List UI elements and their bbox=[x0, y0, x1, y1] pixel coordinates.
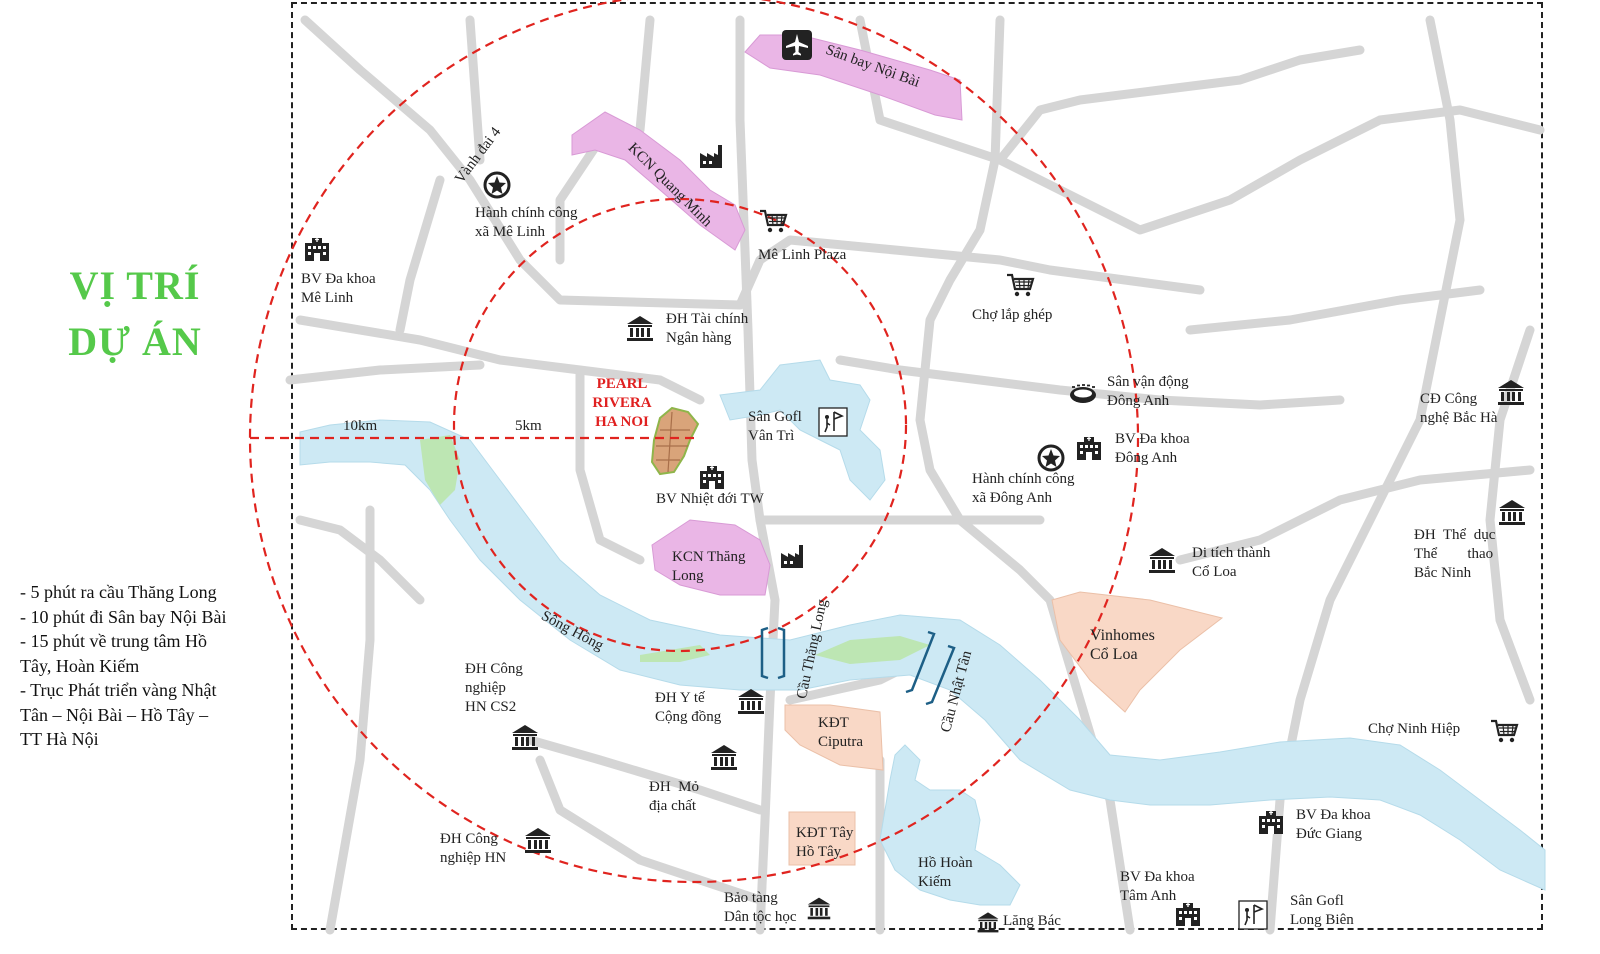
map-frame bbox=[291, 2, 1543, 930]
hospital-icon bbox=[697, 463, 727, 493]
project-name-line: RIVERA bbox=[592, 395, 652, 411]
university-icon bbox=[1497, 497, 1527, 527]
label-bv-nhiet-doi: BV Nhiệt đới TW bbox=[656, 491, 764, 507]
university-icon bbox=[523, 825, 553, 855]
university-icon bbox=[625, 313, 655, 343]
highlight-line: - 5 phút ra cầu Thăng Long bbox=[20, 582, 217, 602]
hoan-kiem-lake bbox=[879, 744, 1021, 906]
distance-rings bbox=[249, 0, 1139, 883]
golf-icon bbox=[818, 407, 848, 437]
bridges bbox=[760, 626, 956, 706]
title-line-1: VỊ TRÍ bbox=[69, 263, 201, 308]
project-site bbox=[650, 406, 700, 476]
highlight-line: - 15 phút về trung tâm Hồ bbox=[20, 631, 207, 651]
title-line-2: DỰ ÁN bbox=[68, 319, 202, 364]
park-bridge bbox=[640, 645, 710, 662]
university-icon bbox=[736, 686, 766, 716]
highlight-line: - 10 phút đi Sân bay Nội Bài bbox=[20, 606, 227, 627]
ring-10km bbox=[249, 0, 1139, 883]
museum-icon bbox=[806, 895, 832, 921]
government-emblem-icon bbox=[482, 170, 512, 200]
highlights-list: - 5 phút ra cầu Thăng Long - 10 phút đi … bbox=[20, 580, 270, 752]
museum-icon bbox=[1147, 545, 1177, 575]
van-tri-lake bbox=[719, 359, 886, 501]
ring-10km-label: 10km bbox=[343, 418, 378, 434]
factory-icon bbox=[697, 141, 727, 171]
vinhomes-zone bbox=[1051, 591, 1224, 713]
project-name: PEARL RIVERA HA NOI bbox=[582, 375, 662, 432]
kcn-quang-minh-zone bbox=[571, 111, 746, 251]
hospital-icon bbox=[1173, 900, 1203, 930]
shopping-cart-icon bbox=[1489, 716, 1519, 746]
airplane-icon bbox=[782, 30, 812, 60]
hospital-icon bbox=[302, 235, 332, 265]
park-river-island bbox=[815, 636, 930, 664]
airport-zone bbox=[744, 34, 963, 121]
highlight-line: - Trục Phát triển vàng Nhật bbox=[20, 680, 217, 700]
tay-ho-tay-zone bbox=[788, 811, 856, 866]
university-icon bbox=[1496, 377, 1526, 407]
kcn-thang-long-zone bbox=[651, 519, 771, 596]
park-west bbox=[420, 435, 460, 505]
highlight-line: Tân – Nội Bài – Hồ Tây – bbox=[20, 704, 209, 725]
ring-5km-label: 5km bbox=[515, 418, 542, 434]
hospital-icon bbox=[1074, 434, 1104, 464]
highlight-line: TT Hà Nội bbox=[20, 729, 99, 749]
nhat-tan-bridge bbox=[905, 630, 956, 706]
song-hong-river bbox=[299, 419, 1546, 891]
label-cho-lap-ghep: Chợ lắp ghép bbox=[972, 307, 1053, 323]
label-lang-bac: Lăng Bác bbox=[1003, 913, 1061, 929]
label-cho-ninh-hiep: Chợ Ninh Hiệp bbox=[1368, 721, 1461, 737]
road-network bbox=[285, 15, 1545, 935]
golf-icon bbox=[1238, 900, 1268, 930]
university-icon bbox=[709, 742, 739, 772]
ring-5km bbox=[452, 197, 908, 653]
hospital-icon bbox=[1256, 808, 1286, 838]
shopping-cart-icon bbox=[758, 206, 788, 236]
left-panel: VỊ TRÍ DỰ ÁN - 5 phút ra cầu Thăng Long … bbox=[0, 0, 290, 954]
page-title: VỊ TRÍ DỰ ÁN bbox=[0, 258, 270, 370]
project-name-line: PEARL bbox=[596, 376, 648, 392]
highlight-line: Tây, Hoàn Kiếm bbox=[20, 655, 140, 676]
thang-long-bridge bbox=[760, 626, 786, 680]
factory-icon bbox=[778, 541, 808, 571]
government-emblem-icon bbox=[1036, 443, 1066, 473]
label-me-linh-plaza: Mê Linh Plaza bbox=[758, 247, 847, 263]
mausoleum-icon bbox=[976, 910, 1000, 934]
project-name-line: HA NOI bbox=[595, 414, 649, 430]
ciputra-zone bbox=[784, 704, 884, 771]
shopping-cart-icon bbox=[1005, 270, 1035, 300]
stadium-icon bbox=[1068, 378, 1098, 408]
university-icon bbox=[510, 722, 540, 752]
